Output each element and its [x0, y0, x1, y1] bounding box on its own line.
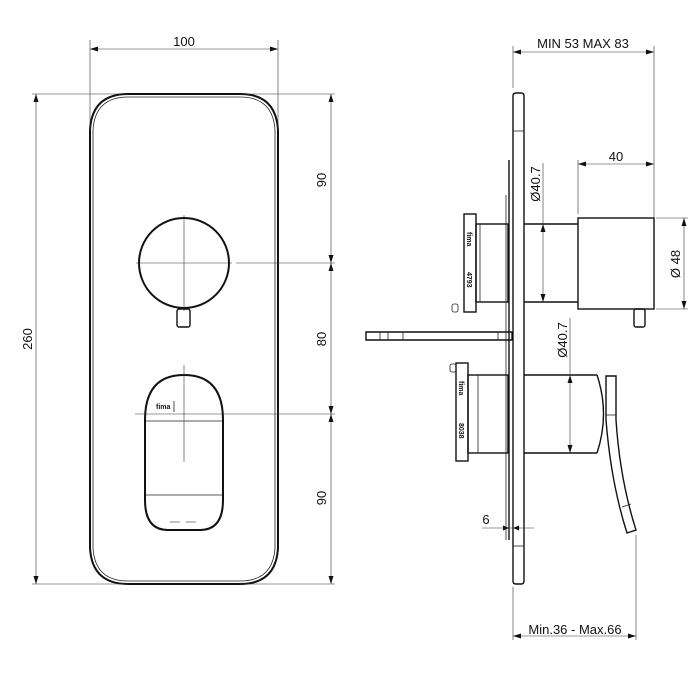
brand-mark: fima: [156, 404, 171, 411]
upper-cartridge-body: [475, 223, 509, 303]
upper-body-diameter-dimension: Ø40.7: [528, 166, 543, 201]
height-dimension: 260: [20, 328, 35, 350]
upper-cartridge-flange: [463, 213, 477, 313]
cover-plate-inner-outline: [92, 96, 276, 582]
depth-dimension: MIN 53 MAX 83: [537, 36, 629, 51]
front-view: fima 100 260 90 80 90: [20, 34, 335, 585]
width-dimension: 100: [173, 34, 195, 49]
spacing-top: 90: [314, 173, 329, 187]
svg-text:8038: 8038: [457, 423, 464, 439]
knob-diameter-dimension: Ø 48: [668, 250, 683, 278]
lower-body-diameter-dimension: Ø40.7: [555, 322, 570, 357]
knob-side: [577, 217, 655, 310]
knob-pin: [176, 308, 191, 328]
knob-length-dimension: 40: [609, 149, 623, 164]
spacing-middle: 80: [314, 332, 329, 346]
plate-side: [512, 92, 525, 585]
plate-thickness-dimension: 6: [482, 512, 489, 527]
lever-depth-dimension: Min.36 - Max.66: [528, 622, 621, 637]
spacing-bottom: 90: [314, 491, 329, 505]
lower-cartridge-flange: [455, 362, 469, 462]
lever-side: [605, 375, 637, 534]
svg-text:fima: fima: [465, 232, 472, 247]
svg-text:4793: 4793: [465, 272, 472, 288]
cover-plate-outline: [89, 93, 279, 585]
mixer-lever: [144, 373, 224, 531]
svg-text:fima: fima: [457, 381, 464, 396]
side-view: fima 4793 fima 8038 MIN 53: [365, 36, 688, 640]
lower-cartridge-body: [467, 374, 509, 454]
